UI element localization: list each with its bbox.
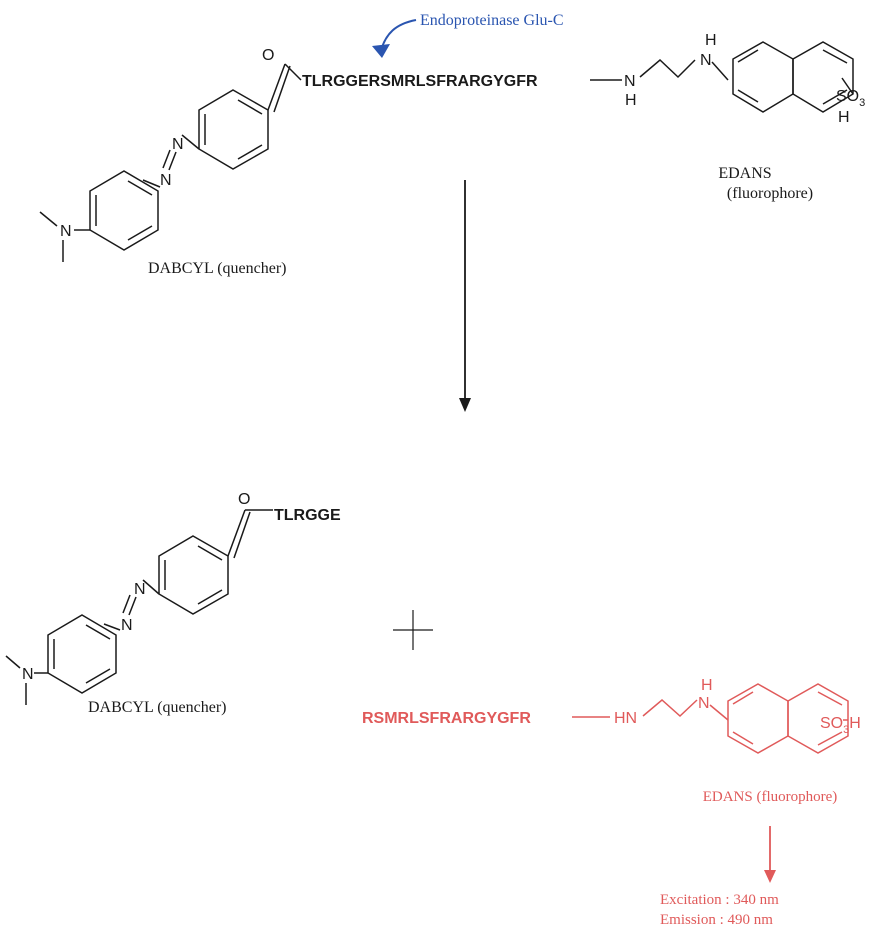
red-peptide: RSMRLSFRARGYGFR bbox=[362, 710, 531, 727]
dimethylamino-nitrogen-product: N bbox=[22, 666, 34, 683]
azo-nitrogen-1-product: N bbox=[134, 581, 146, 598]
amide-nitrogen: N bbox=[624, 73, 636, 90]
enzyme-label: Endoproteinase Glu-C bbox=[420, 12, 564, 29]
plus-sign bbox=[393, 610, 433, 650]
reaction-arrowhead bbox=[459, 398, 471, 412]
enzyme-arrowhead bbox=[372, 44, 390, 58]
azo-bridge bbox=[142, 134, 200, 188]
carbonyl-oxygen-product: O bbox=[238, 491, 250, 508]
sulfonate-hydrogen: H bbox=[838, 109, 850, 126]
azo-nitrogen-2: N bbox=[160, 172, 172, 189]
ethylene-linker bbox=[639, 58, 696, 79]
carbonyl-oxygen: O bbox=[262, 47, 274, 64]
dabcyl-label-bottom: DABCYL (quencher) bbox=[88, 699, 226, 716]
azo-nitrogen-1: N bbox=[172, 136, 184, 153]
product-peptide: TLRGGE bbox=[274, 507, 341, 524]
naphthalene-ring-red bbox=[727, 683, 849, 754]
lower-benzene-ring bbox=[89, 170, 159, 251]
dabcyl-fragment: O TLRGGE N N N DABCYL (quencher) bbox=[5, 491, 341, 716]
edans-label-top: EDANS bbox=[718, 165, 771, 182]
edans-sublabel-top: (fluorophore) bbox=[727, 185, 813, 202]
azo-nitrogen-2-product: N bbox=[121, 617, 133, 634]
dabcyl-edans-substrate: O TLRGGERSMRLSFRARGYGFR Endoproteinase G… bbox=[39, 12, 865, 277]
linker-nitrogen-red: N bbox=[698, 695, 710, 712]
sulfonate-group: SO3 bbox=[836, 88, 865, 109]
linker-hydrogen-red: H bbox=[701, 677, 713, 694]
upper-benzene-ring bbox=[198, 89, 269, 170]
dimethylamino-nitrogen: N bbox=[60, 223, 72, 240]
linker-nitrogen: N bbox=[700, 52, 712, 69]
hn-group: HN bbox=[614, 710, 637, 727]
linker-hydrogen: H bbox=[705, 32, 717, 49]
excitation-label: Excitation : 340 nm bbox=[660, 892, 779, 908]
edans-label-bottom: EDANS (fluorophore) bbox=[703, 789, 838, 805]
lower-benzene-ring-product bbox=[47, 614, 117, 694]
naphthalene-ring bbox=[732, 41, 854, 113]
upper-benzene-ring-product bbox=[158, 535, 229, 615]
amide-hydrogen: H bbox=[625, 92, 637, 109]
substrate-peptide: TLRGGERSMRLSFRARGYGFR bbox=[302, 73, 538, 90]
emission-label: Emission : 490 nm bbox=[660, 912, 773, 928]
carbonyl-group bbox=[267, 63, 302, 113]
edans-fragment: RSMRLSFRARGYGFR HN H N SO3H EDANS (fluor… bbox=[362, 677, 861, 928]
dabcyl-label-top: DABCYL (quencher) bbox=[148, 260, 286, 277]
sulfonic-acid-group: SO3H bbox=[820, 715, 861, 736]
emission-arrowhead bbox=[764, 870, 776, 883]
